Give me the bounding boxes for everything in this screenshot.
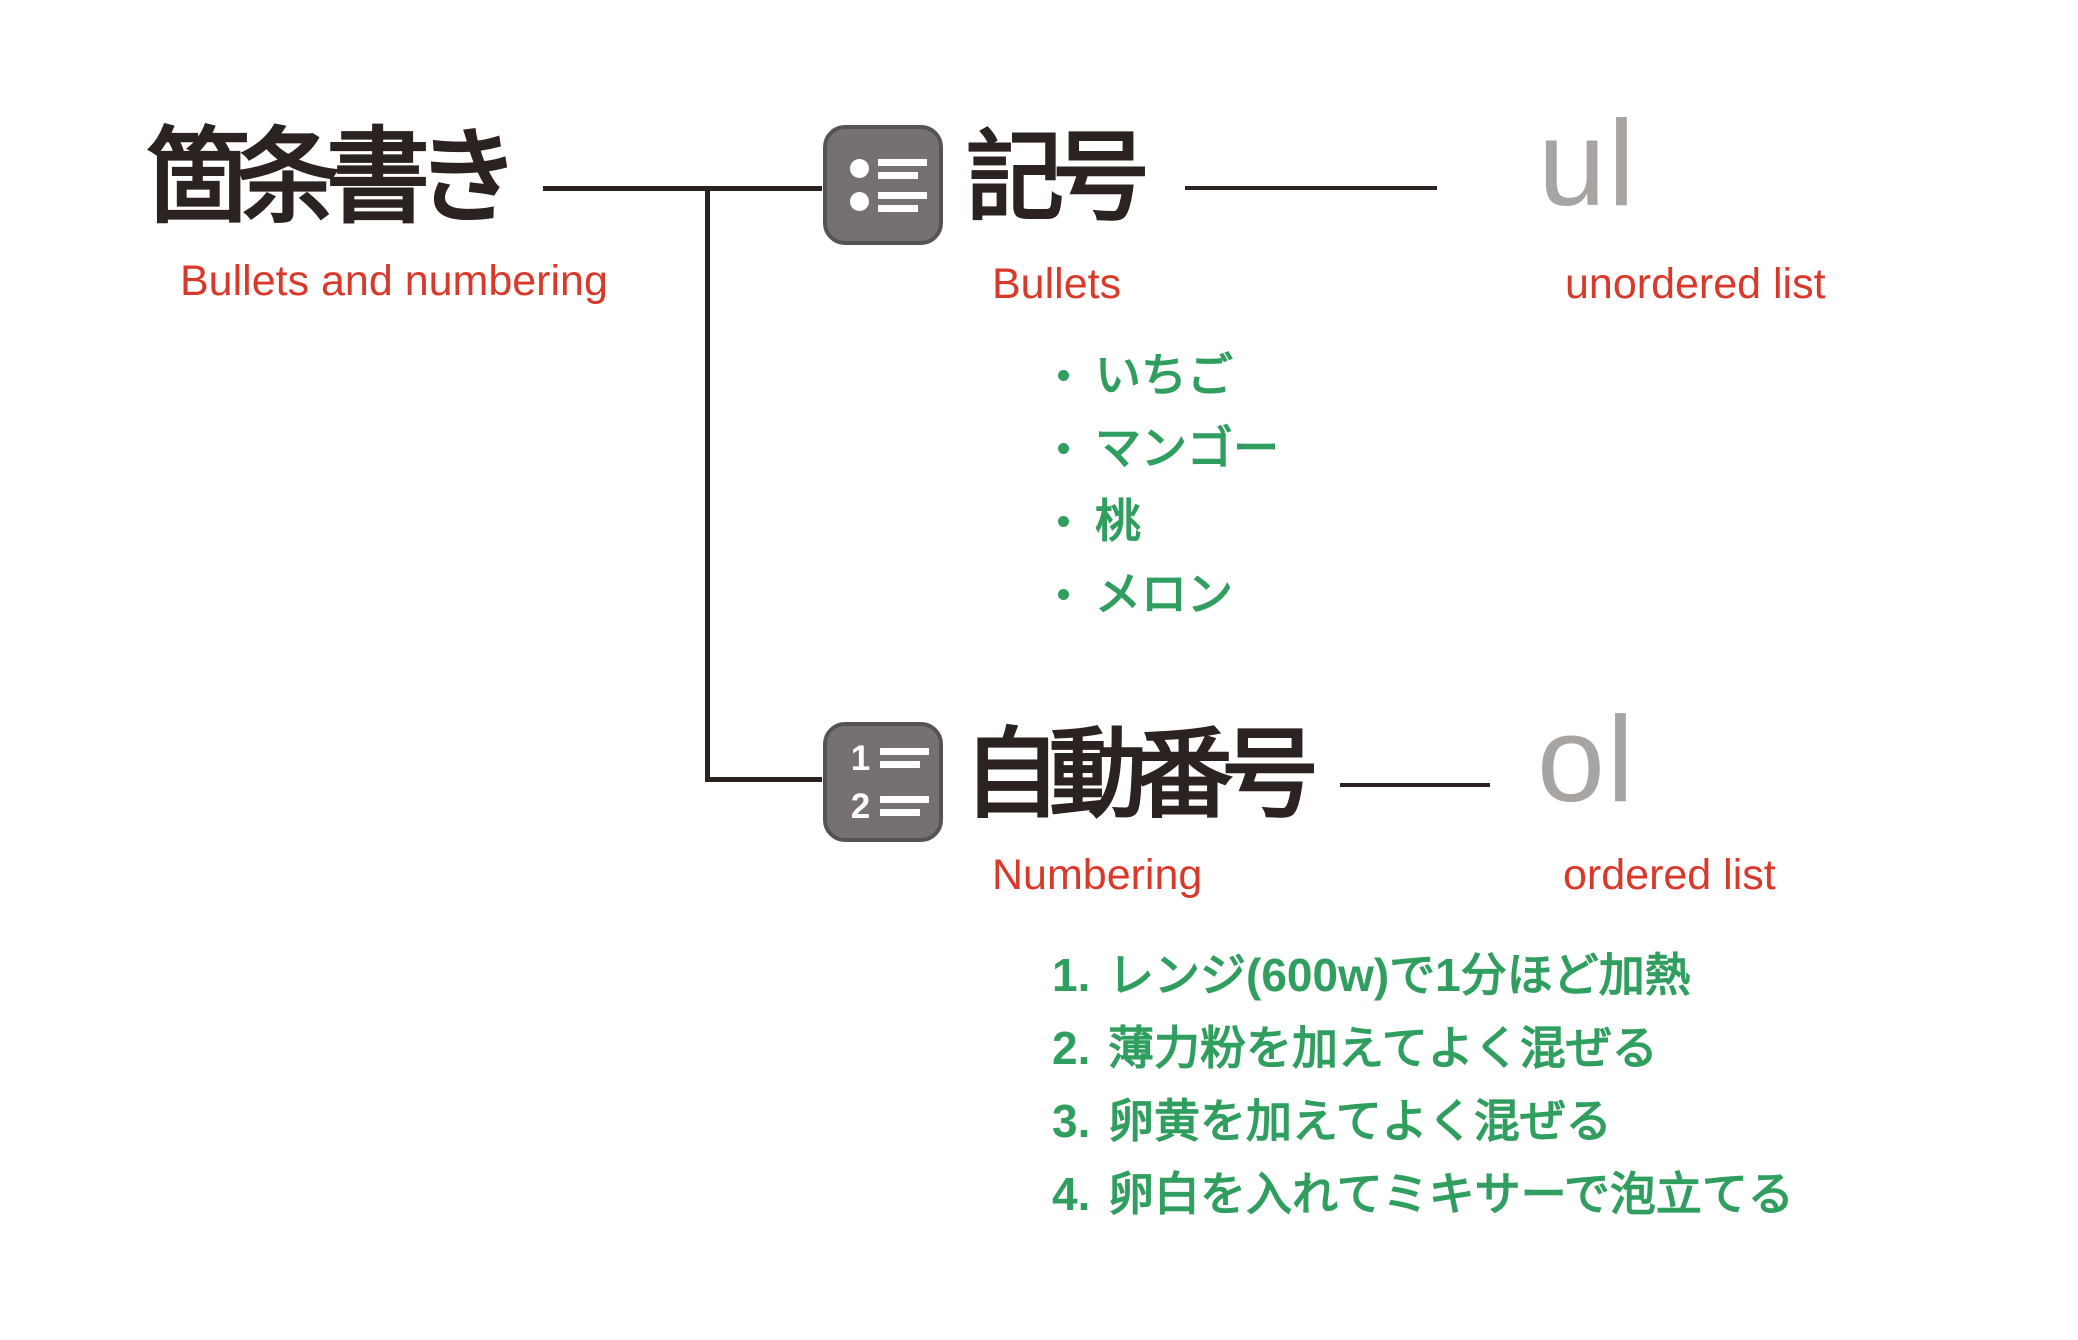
root-subtitle: Bullets and numbering	[180, 257, 608, 305]
ol-tag-desc: ordered list	[1563, 851, 1776, 899]
list-item: メロン	[1058, 571, 1233, 617]
connector-ul-to-tag	[1185, 186, 1437, 190]
root-title: 箇条書き	[146, 120, 520, 236]
connector-ol-to-tag	[1340, 783, 1490, 787]
numbered-list-icon-row: 1	[850, 741, 939, 776]
connector-root-to-ul	[543, 186, 822, 191]
bullet-list-icon-row	[850, 191, 939, 212]
ul-tag-desc: unordered list	[1565, 260, 1826, 308]
ol-heading: 自動番号	[963, 719, 1319, 829]
list-item-text: 卵白を入れてミキサーで泡立てる	[1108, 1168, 1794, 1220]
list-item-text: 卵黄を加えてよく混ぜる	[1108, 1095, 1612, 1147]
list-item-text: 桃	[1095, 495, 1141, 547]
list-item-number: 3.	[1052, 1095, 1091, 1147]
ol-tag: ol	[1537, 691, 1636, 827]
bullet-list-icon	[823, 125, 943, 245]
icon-number: 1	[850, 738, 871, 778]
icon-bullet-dot	[850, 159, 869, 178]
ul-heading: 記号	[966, 122, 1150, 232]
icon-number: 2	[850, 786, 871, 826]
list-item-number: 2.	[1052, 1022, 1091, 1074]
connector-vertical	[705, 186, 710, 782]
list-item-text: 薄力粉を加えてよく混ぜる	[1108, 1022, 1658, 1074]
list-item-number: 1.	[1052, 949, 1091, 1001]
ul-tag: ul	[1538, 95, 1637, 231]
connector-elbow-to-ol	[705, 777, 822, 782]
list-item: マンゴー	[1058, 425, 1279, 471]
numbered-list-icon: 1 2	[823, 722, 943, 842]
list-item-text: いちご	[1095, 349, 1233, 401]
list-item: 2. 薄力粉を加えてよく混ぜる	[1052, 1025, 1658, 1071]
bullet-list-icon-row	[850, 158, 939, 179]
list-item: 4. 卵白を入れてミキサーで泡立てる	[1052, 1171, 1794, 1217]
list-item-text: メロン	[1095, 568, 1233, 620]
list-item: 桃	[1058, 498, 1141, 544]
bullet-dot	[1058, 442, 1069, 454]
bullet-dot	[1058, 515, 1069, 527]
ol-heading-sub: Numbering	[992, 851, 1203, 899]
list-item: いちご	[1058, 352, 1233, 398]
bullet-dot	[1058, 588, 1069, 600]
list-item-text: マンゴー	[1095, 422, 1279, 474]
numbered-list-icon-row: 2	[850, 789, 939, 824]
list-item: 3. 卵黄を加えてよく混ぜる	[1052, 1098, 1612, 1144]
bullet-dot	[1058, 369, 1069, 381]
list-item-text: レンジ(600w)で1分ほど加熱	[1108, 949, 1691, 1001]
icon-bullet-dot	[850, 192, 869, 211]
list-item: 1. レンジ(600w)で1分ほど加熱	[1052, 952, 1691, 998]
ul-heading-sub: Bullets	[992, 260, 1122, 308]
list-item-number: 4.	[1052, 1168, 1091, 1220]
